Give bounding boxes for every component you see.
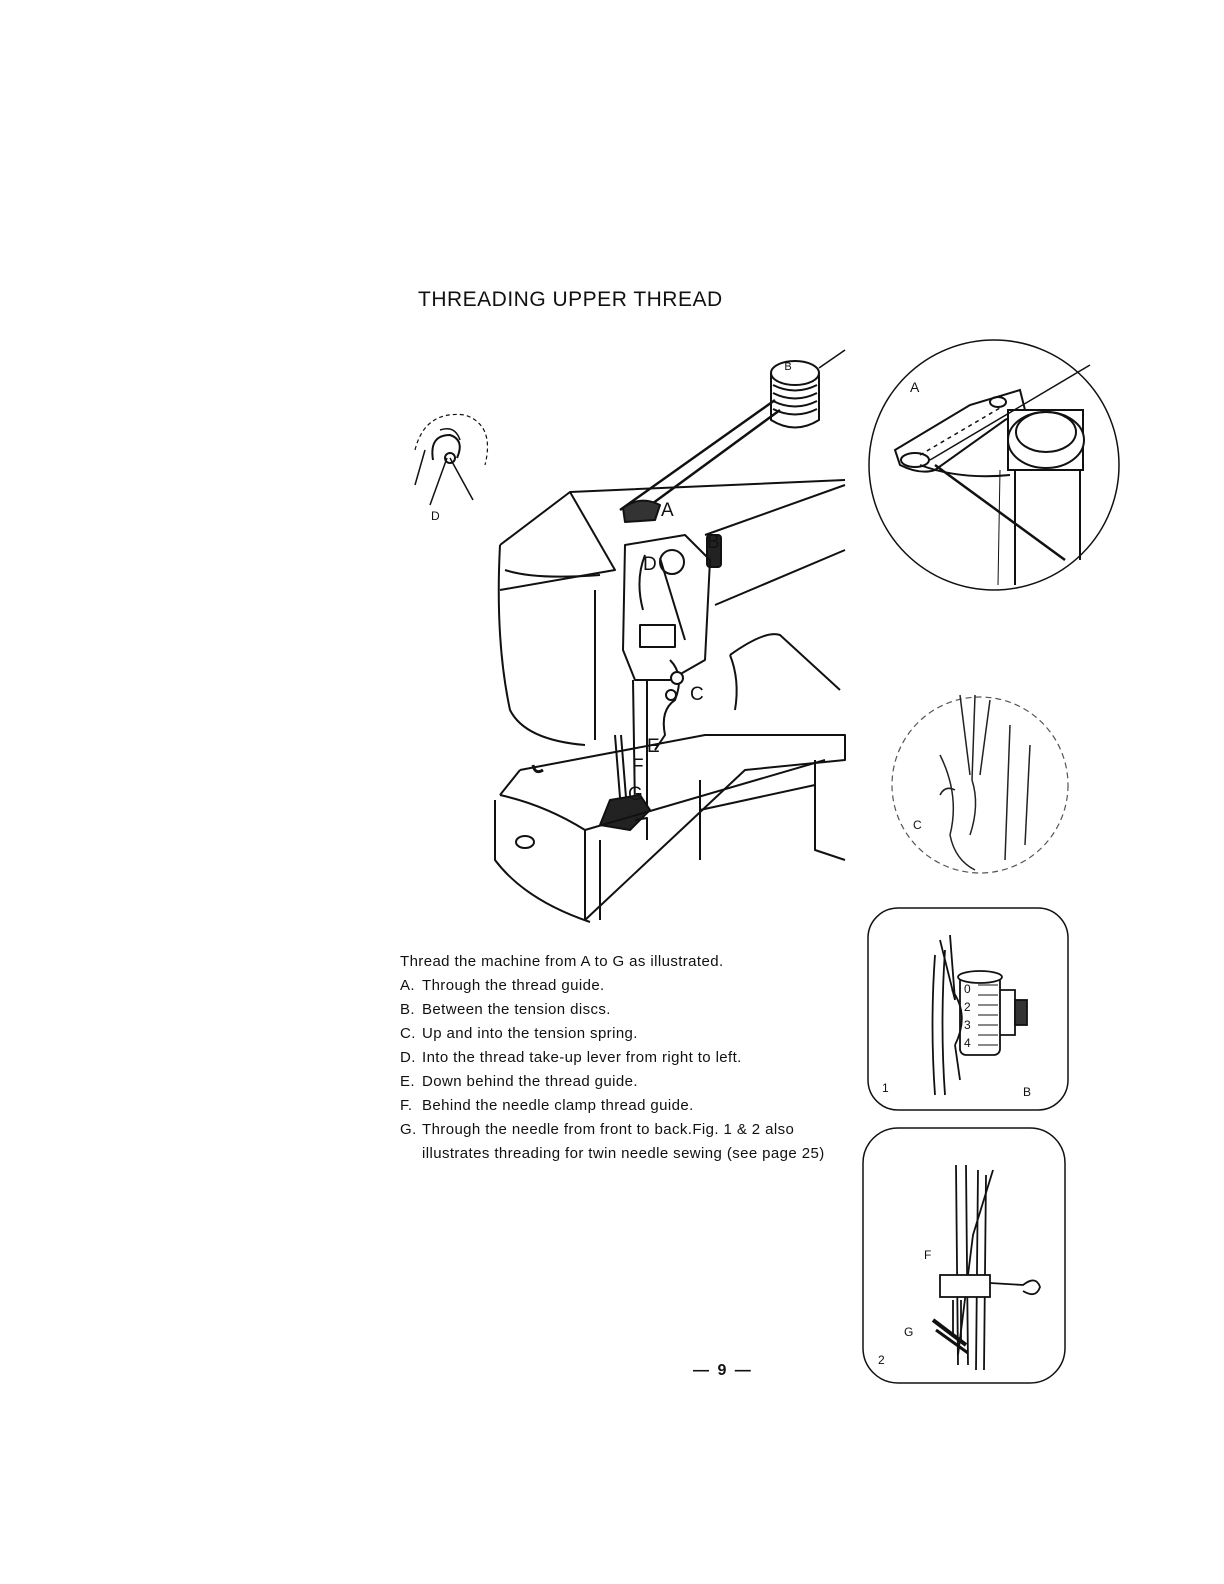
step-letter: B. — [400, 1001, 415, 1018]
step-letter: D. — [400, 1049, 416, 1066]
steps-list: A. Through the thread guide. B. Between th… — [400, 974, 840, 1166]
threading-instructions: Thread the machine from A to G as illust… — [400, 950, 840, 1166]
dial-mark-4: 4 — [964, 1036, 971, 1050]
detail-c-label: C — [913, 818, 922, 832]
step-text: Through the needle from front to back.Fi… — [422, 1121, 825, 1162]
inset-d-label: D — [431, 509, 440, 523]
step-letter: F. — [400, 1097, 413, 1114]
step-letter: C. — [400, 1025, 416, 1042]
step-text: Behind the needle clamp thread guide. — [422, 1097, 694, 1114]
step-text: Into the thread take-up lever from right… — [422, 1049, 742, 1066]
instructions-intro: Thread the machine from A to G as illust… — [400, 953, 724, 970]
dial-mark-0: 0 — [964, 982, 971, 996]
step-f: F. Behind the needle clamp thread guide. — [400, 1094, 840, 1118]
step-letter: G. — [400, 1121, 417, 1138]
label-f: F — [632, 756, 644, 777]
step-a: A. Through the thread guide. — [400, 974, 840, 998]
step-d: D. Into the thread take-up lever from rig… — [400, 1046, 840, 1070]
dial-mark-2: 2 — [964, 1000, 971, 1014]
step-letter: E. — [400, 1073, 415, 1090]
figure-2-number: 2 — [878, 1353, 885, 1367]
sewing-machine-illustration: B A B D C E F G D — [414, 349, 846, 923]
spool-label: B — [784, 361, 791, 373]
detail-a-label: A — [910, 379, 920, 395]
figure-2-label-f: F — [924, 1248, 931, 1262]
label-g: G — [628, 784, 643, 805]
detail-a-illustration: A — [868, 339, 1120, 591]
page-number: — 9 — — [693, 1362, 753, 1379]
step-letter: A. — [400, 977, 415, 994]
figure-1-label-b: B — [1023, 1085, 1031, 1099]
label-a: A — [661, 500, 674, 521]
step-g: G. Through the needle from front to back.… — [400, 1118, 840, 1166]
step-c: C. Up and into the tension spring. — [400, 1022, 840, 1046]
figure-1-number: 1 — [882, 1081, 889, 1095]
step-b: B. Between the tension discs. — [400, 998, 840, 1022]
label-e: E — [647, 736, 660, 757]
detail-c-illustration: C — [891, 694, 1069, 874]
label-d: D — [643, 554, 657, 575]
step-text: Through the thread guide. — [422, 977, 605, 994]
label-b: B — [707, 532, 720, 553]
step-text: Down behind the thread guide. — [422, 1073, 638, 1090]
figure-2-label-g: G — [904, 1325, 913, 1339]
dial-mark-3: 3 — [964, 1018, 971, 1032]
label-c: C — [690, 684, 704, 705]
step-text: Up and into the tension spring. — [422, 1025, 638, 1042]
page-title: THREADING UPPER THREAD — [418, 288, 723, 311]
figure-2-needle-clamp: F G 2 — [862, 1127, 1066, 1384]
step-e: E. Down behind the thread guide. — [400, 1070, 840, 1094]
figure-1-tension-dial: 0 2 3 4 1 B — [867, 907, 1069, 1111]
step-text: Between the tension discs. — [422, 1001, 611, 1018]
